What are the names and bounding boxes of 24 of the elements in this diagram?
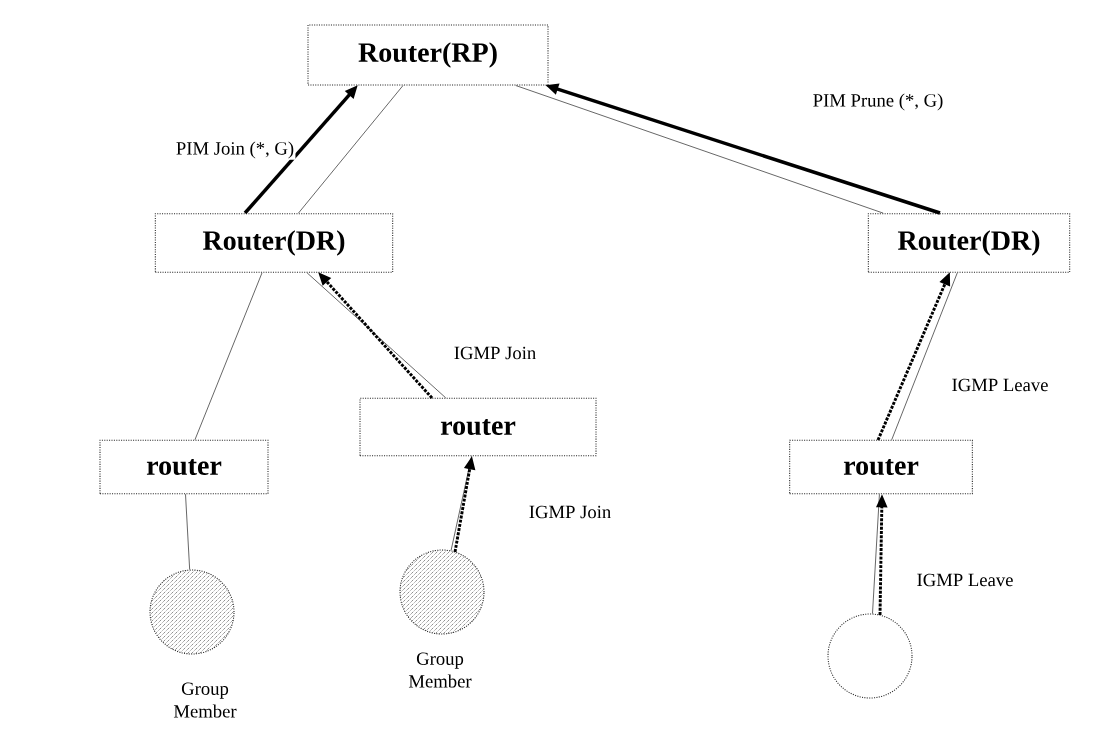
edge-label: IGMP Join	[452, 345, 538, 361]
router-box: Router(DR)	[867, 213, 1071, 273]
link-line	[298, 85, 404, 214]
host-circle	[827, 613, 913, 699]
edge-label: IGMP Leave	[950, 377, 1050, 393]
member-label: Group Member	[173, 682, 237, 718]
link-line	[872, 493, 880, 614]
link-line	[306, 272, 447, 399]
router-box: Router(RP)	[307, 24, 549, 86]
edge-label: PIM Prune (*, G)	[811, 92, 945, 112]
member-label: Group Member	[408, 652, 472, 688]
router-box: Router(DR)	[154, 213, 394, 273]
host-circle	[399, 549, 485, 635]
host-circle	[149, 569, 235, 655]
router-box: router	[359, 397, 597, 457]
edge-label: PIM Join (*, G)	[174, 140, 296, 160]
link-line	[515, 85, 884, 214]
link-line	[891, 272, 958, 441]
link-line	[185, 493, 191, 570]
router-box: router	[789, 439, 973, 495]
edge-label: IGMP Join	[527, 504, 613, 520]
edge-label: IGMP Leave	[915, 572, 1015, 588]
link-line	[194, 272, 263, 441]
router-box: router	[99, 439, 269, 495]
